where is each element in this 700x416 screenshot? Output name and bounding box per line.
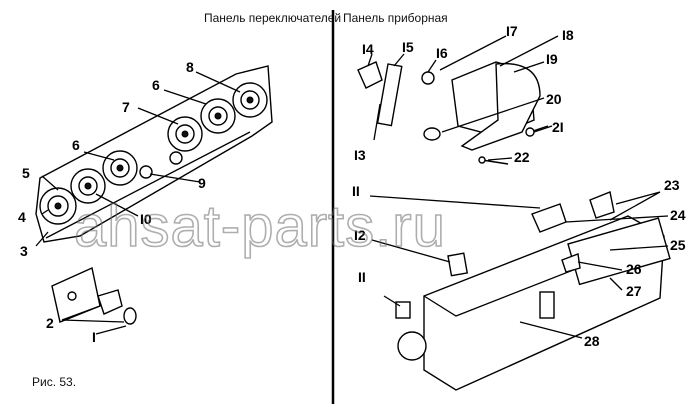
callout-9: 9 [198,175,206,191]
gauge-left-7 [167,116,203,152]
callout-6a: 6 [72,137,80,153]
rod-22 [478,156,509,165]
left-panel-header: Панель переключателей [204,11,341,25]
callout-5: 5 [22,165,30,181]
figure-caption: Рис. 53. [32,375,76,389]
connector-23 [589,191,615,219]
callout-12: I2 [354,227,366,243]
switch-15 [376,63,403,127]
relay-assembly-19 [451,61,541,151]
callout-27: 27 [626,283,642,299]
right-panel-header: Панель приборная [343,11,448,25]
callout-19: I9 [546,51,558,67]
callout-21: 2I [552,119,564,135]
cap-20 [423,127,441,141]
callout-23: 23 [664,177,680,193]
switch-11 [395,301,427,361]
callout-22: 22 [514,149,530,165]
callout-2: 2 [46,315,54,331]
callout-4: 4 [18,209,26,225]
callout-14: I4 [362,41,374,57]
callout-26: 26 [626,261,642,277]
callout-28: 28 [584,333,600,349]
gauge-left-6 [102,150,138,186]
callout-1: I [92,329,96,345]
callout-8: 8 [186,59,194,75]
callout-13: I3 [354,147,366,163]
watermark-text: ahsat-parts.ru [74,194,446,259]
callout-15: I5 [402,39,414,55]
callout-labels: I 2 3 4 5 6 6 7 8 9 I0 II II I2 I3 I4 I5… [18,23,686,349]
callout-7: 7 [122,99,130,115]
switch-14 [357,61,383,89]
callout-11a: II [352,183,360,199]
gauge-left-4 [39,187,77,225]
callout-20: 20 [546,91,562,107]
callout-10: I0 [140,211,152,227]
callout-25: 25 [670,237,686,253]
lamp-bracket [51,267,101,323]
lamp-socket [97,289,137,325]
callout-18: I8 [562,27,574,43]
callout-17: I7 [506,23,518,39]
callout-16: I6 [436,45,448,61]
plug-26 [561,253,581,273]
relay-12 [447,252,469,277]
callout-3: 3 [20,243,28,259]
callout-6b: 6 [152,77,160,93]
gauge-left-6b [200,98,236,134]
nut-16 [421,71,435,85]
panel-window-28 [539,291,555,319]
callout-24: 24 [670,207,686,223]
gauge-left-8 [232,82,268,118]
callout-11b: II [358,269,366,285]
switch-knob-9 [139,151,183,179]
